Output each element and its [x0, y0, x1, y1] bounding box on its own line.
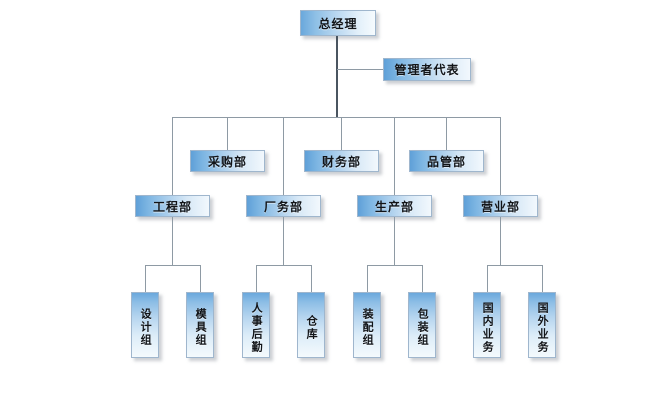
- node-sales[interactable]: 营业部: [463, 195, 538, 217]
- node-warehouse-label: 仓库: [305, 314, 319, 341]
- connector-drop-design-team: [145, 265, 146, 292]
- node-engineering-label: 工程部: [152, 199, 192, 214]
- connector-drop-plant-affairs: [283, 117, 284, 195]
- connector-sales-bus: [487, 265, 542, 266]
- node-hr-logistics-label: 人事后勤: [250, 301, 264, 354]
- connector-engineering-stem: [172, 217, 173, 265]
- node-warehouse[interactable]: 仓库: [297, 292, 325, 358]
- connector-drop-finance: [341, 117, 342, 150]
- connector-plant-affairs-bus: [256, 265, 311, 266]
- node-finance[interactable]: 财务部: [304, 150, 379, 172]
- node-finance-label: 财务部: [321, 154, 361, 169]
- node-engineering[interactable]: 工程部: [135, 195, 210, 217]
- connector-drop-purchasing: [227, 117, 228, 150]
- connector-drop-quality: [446, 117, 447, 150]
- node-assembly-team-label: 装配组: [361, 308, 375, 347]
- node-mold-team-label: 模具组: [194, 308, 208, 347]
- connector-drop-overseas-sales: [542, 265, 543, 292]
- connector-drop-packing-team: [422, 265, 423, 292]
- connector-production-bus: [367, 265, 422, 266]
- node-management-rep-label: 管理者代表: [394, 63, 460, 77]
- connector-drop-domestic-sales: [487, 265, 488, 292]
- connector-drop-assembly-team: [367, 265, 368, 292]
- node-overseas-sales-label: 国外业务: [536, 301, 550, 354]
- node-mold-team[interactable]: 模具组: [186, 292, 214, 358]
- connector-drop-hr-logistics: [256, 265, 257, 292]
- node-purchasing[interactable]: 采购部: [190, 150, 265, 172]
- node-production[interactable]: 生产部: [357, 195, 432, 217]
- connector-production-stem: [394, 217, 395, 265]
- node-domestic-sales-label: 国内业务: [481, 301, 495, 354]
- connector-drop-sales: [500, 117, 501, 195]
- node-domestic-sales[interactable]: 国内业务: [473, 292, 501, 358]
- connector-drop-production: [394, 117, 395, 195]
- connector-sales-stem: [500, 217, 501, 265]
- connector-main-bus: [172, 117, 501, 118]
- connector-gm-stem: [336, 36, 338, 117]
- connector-gm-to-management-rep: [337, 69, 383, 70]
- node-design-team[interactable]: 设计组: [131, 292, 159, 358]
- connector-drop-warehouse: [311, 265, 312, 292]
- connector-engineering-bus: [145, 265, 200, 266]
- node-production-label: 生产部: [374, 199, 414, 214]
- node-general-manager[interactable]: 总经理: [300, 10, 376, 36]
- node-general-manager-label: 总经理: [318, 16, 358, 31]
- node-design-team-label: 设计组: [139, 308, 153, 347]
- node-quality-label: 品管部: [426, 154, 466, 169]
- node-plant-affairs[interactable]: 厂务部: [246, 195, 321, 217]
- node-plant-affairs-label: 厂务部: [263, 199, 303, 214]
- node-overseas-sales[interactable]: 国外业务: [528, 292, 556, 358]
- node-sales-label: 营业部: [480, 199, 520, 214]
- connector-plant-affairs-stem: [283, 217, 284, 265]
- connector-drop-mold-team: [200, 265, 201, 292]
- node-packing-team[interactable]: 包装组: [408, 292, 436, 358]
- node-assembly-team[interactable]: 装配组: [353, 292, 381, 358]
- node-quality[interactable]: 品管部: [409, 150, 484, 172]
- node-packing-team-label: 包装组: [416, 308, 430, 347]
- node-management-rep[interactable]: 管理者代表: [383, 58, 471, 81]
- connector-drop-engineering: [172, 117, 173, 195]
- node-hr-logistics[interactable]: 人事后勤: [242, 292, 270, 358]
- node-purchasing-label: 采购部: [207, 154, 247, 169]
